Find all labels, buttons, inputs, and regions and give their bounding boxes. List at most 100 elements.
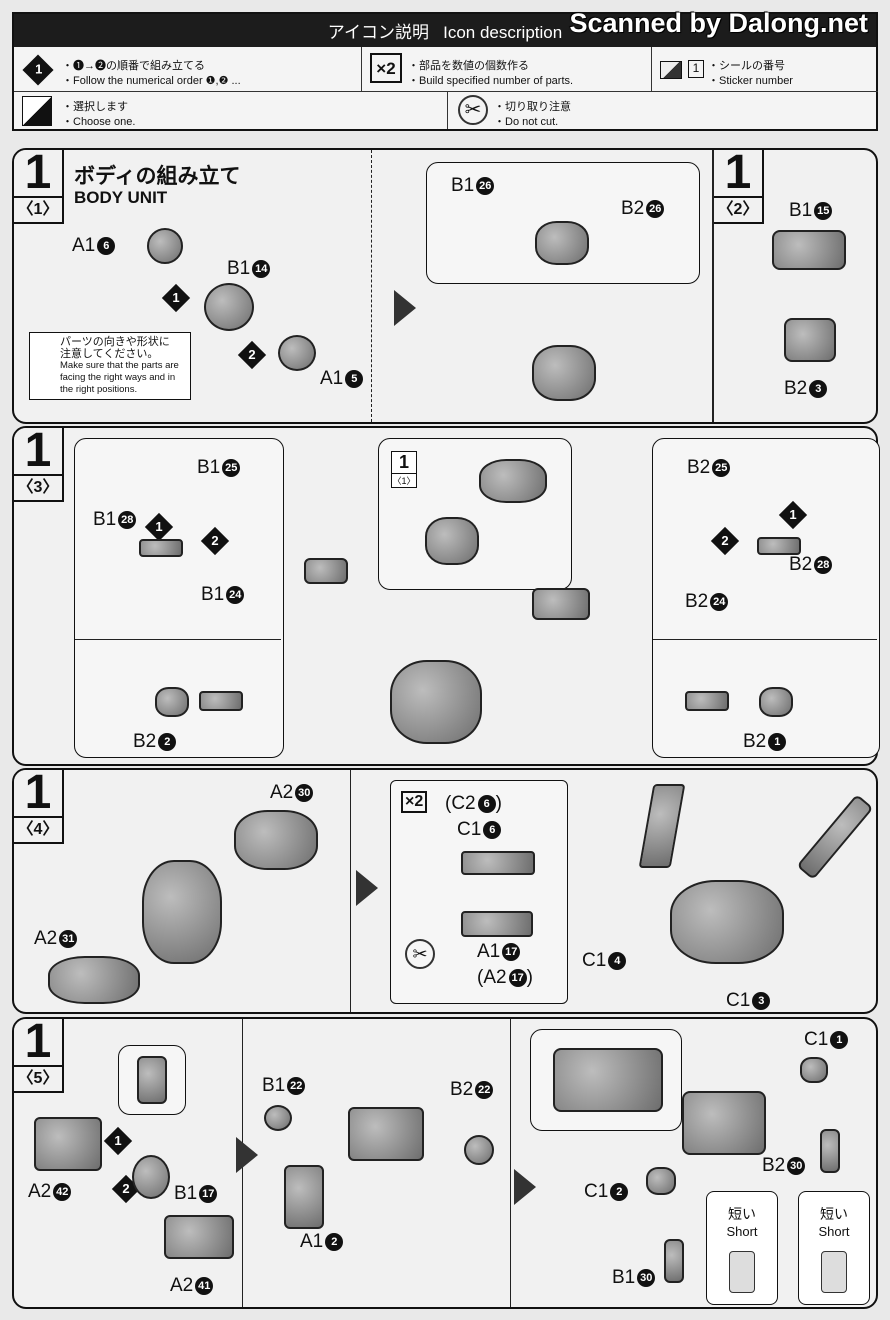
icon-multiply-jp: ・部品を数値の個数作る	[408, 60, 529, 72]
order-diamond-icon: 2	[237, 340, 267, 370]
icon-sticker-jp: ・シールの番号	[708, 60, 785, 72]
part-b1-30	[664, 1239, 684, 1283]
icon-do-not-cut-jp: ・切り取り注意	[494, 101, 571, 113]
part-a1-17	[461, 911, 533, 937]
icon-do-not-cut: ✂ ・切り取り注意 ・Do not cut.	[448, 92, 880, 129]
next-arrow-icon	[514, 1169, 536, 1205]
divider	[75, 639, 281, 640]
multiply-icon: ×2	[370, 53, 402, 83]
icon-multiply-en: ・Build specified number of parts.	[408, 75, 574, 87]
title-jp: アイコン説明	[327, 23, 429, 42]
ref-step-box: 1〈1〉	[391, 451, 417, 488]
part-b1-17	[132, 1155, 170, 1199]
part-backpack-front	[553, 1048, 663, 1112]
part-cylinder	[199, 691, 243, 711]
step-title-en: BODY UNIT	[74, 188, 168, 207]
part-b1-22	[264, 1105, 292, 1131]
part-body-assembled	[142, 860, 222, 964]
sticker-number-box: 1	[688, 60, 704, 78]
part-b1-15	[772, 230, 846, 270]
short-part-icon	[729, 1251, 755, 1293]
icon-choose-en: ・Choose one.	[62, 116, 136, 128]
icon-multiply: ×2 ・部品を数値の個数作る ・Build specified number o…	[362, 47, 652, 92]
detail-callout	[118, 1045, 186, 1115]
multiply-icon: ×2	[401, 791, 428, 813]
icon-sticker: 1 ・シールの番号 ・Sticker number	[652, 47, 878, 92]
order-diamond-icon: 2	[710, 526, 740, 556]
part-right-joint	[532, 588, 590, 620]
part-shield-plate	[638, 784, 686, 868]
caution-note: パーツの向きや形状に注意してください。Make sure that the pa…	[29, 332, 191, 400]
step-number: 1〈4〉	[14, 769, 64, 844]
part-a2-41	[164, 1215, 234, 1259]
icon-sticker-en: ・Sticker number	[708, 75, 793, 87]
do-not-cut-icon: ✂	[458, 95, 488, 125]
icon-do-not-cut-en: ・Do not cut.	[494, 116, 559, 128]
part-a2-30	[234, 810, 318, 870]
order-diamond-icon: 2	[200, 526, 230, 556]
part-b2-30	[820, 1129, 840, 1173]
part-a1-2	[284, 1165, 324, 1229]
part-body-assembled	[532, 345, 596, 401]
part-a1-5	[278, 335, 316, 371]
part-a2-42	[34, 1117, 102, 1171]
divider	[510, 1019, 511, 1307]
part-c1-2	[646, 1167, 676, 1195]
icon-order-jp: ・❶→❷の順番で組み立てる	[62, 60, 205, 72]
icon-order: 1 ・❶→❷の順番で組み立てる ・Follow the numerical or…	[14, 47, 362, 92]
part-b1-28	[139, 539, 183, 557]
step-title-jp: ボディの組み立て	[74, 165, 241, 188]
part-b2-2	[155, 687, 189, 717]
part-backpack	[682, 1091, 766, 1155]
divider	[350, 770, 351, 1012]
divider	[653, 639, 877, 640]
part-a2-31	[48, 956, 140, 1004]
next-arrow-icon	[394, 290, 416, 326]
part-detail	[137, 1056, 167, 1104]
divider	[712, 150, 714, 422]
part-core-block	[348, 1107, 424, 1161]
title-en: Icon description	[443, 23, 563, 42]
part-b2-22	[464, 1135, 494, 1165]
divider	[371, 150, 372, 422]
part-b2-3	[784, 318, 836, 362]
short-part-icon	[821, 1251, 847, 1293]
part-body-assembled	[390, 660, 482, 744]
order-diamond-icon: 1	[22, 54, 54, 86]
do-not-cut-icon: ✂	[405, 939, 435, 969]
step-number: 1〈5〉	[14, 1018, 64, 1093]
